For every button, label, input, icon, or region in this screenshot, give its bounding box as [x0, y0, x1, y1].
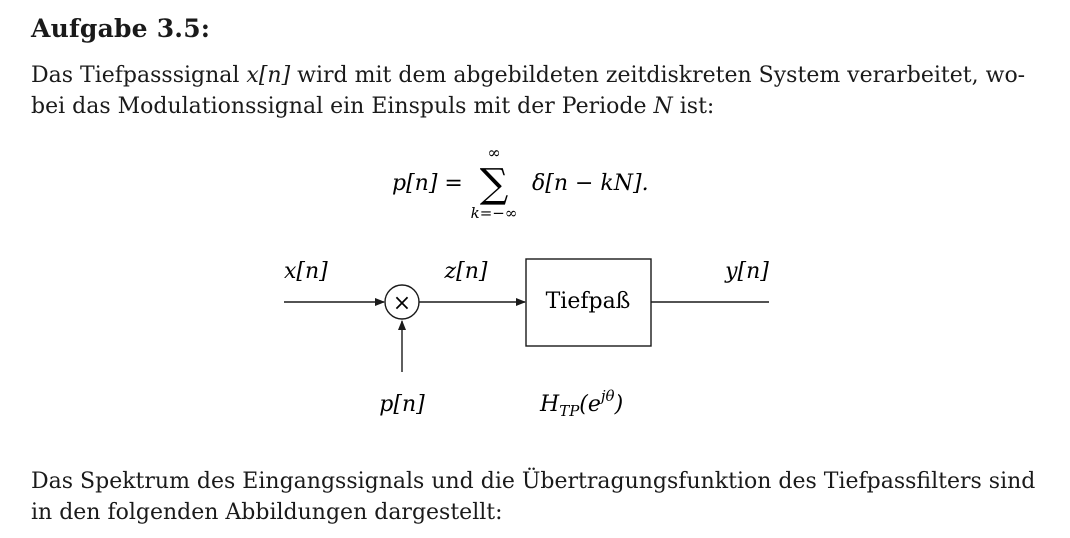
intro-math-x: x[n]: [246, 63, 291, 88]
output-signal-label: y[n]: [724, 259, 769, 284]
transfer-function-label: HTP(ejθ): [539, 387, 623, 420]
intro-text-b: wird mit dem abgebildeten zeitdiskreten …: [290, 63, 1026, 88]
sum-lower-limit: k=−∞: [471, 204, 518, 222]
impulse-train-formula: p[n] = ∞ ∑ k=−∞ δ[n − kN].: [392, 150, 649, 222]
transfer-close: ): [614, 392, 624, 417]
formula-lhs: p[n] =: [392, 171, 463, 196]
transfer-subscript: TP: [559, 402, 580, 420]
lowpass-filter-label: Tiefpaß: [546, 289, 631, 314]
multiplier-symbol: ×: [393, 291, 411, 316]
intro-text-d: ist:: [672, 94, 715, 119]
intro-line-2: bei das Modulationssignal ein Einspuls m…: [31, 91, 1025, 122]
outro-line-1: Das Spektrum des Eingangssignals und die…: [31, 469, 1036, 494]
sum-upper-limit: ∞: [487, 150, 500, 162]
outro-paragraph: Das Spektrum des Eingangssignals und die…: [31, 466, 1035, 528]
modulation-signal-label: p[n]: [379, 392, 425, 417]
input-signal-label: x[n]: [284, 259, 328, 284]
transfer-open: (e: [579, 392, 601, 417]
sum-symbol: ∑: [480, 161, 509, 207]
system-block-diagram: x[n] × p[n] z[n] Tiefpaß y[n] HTP(ejθ): [284, 258, 769, 420]
formula-summand: δ[n − kN].: [532, 171, 649, 196]
outro-line-2: in den folgenden Abbildungen dargestellt…: [31, 500, 503, 525]
transfer-superscript: jθ: [598, 387, 615, 405]
intro-paragraph: Das Tiefpasssignal x[n] wird mit dem abg…: [31, 60, 1025, 122]
intro-text-c: bei das Modulationssignal ein Einspuls m…: [31, 94, 654, 119]
intro-line-1: Das Tiefpasssignal x[n] wird mit dem abg…: [31, 60, 1025, 91]
intermediate-signal-label: z[n]: [444, 259, 488, 284]
task-heading: Aufgabe 3.5:: [31, 14, 211, 43]
intro-math-n: N: [653, 94, 673, 119]
intro-text-a: Das Tiefpasssignal: [31, 63, 247, 88]
transfer-base: H: [539, 392, 560, 417]
